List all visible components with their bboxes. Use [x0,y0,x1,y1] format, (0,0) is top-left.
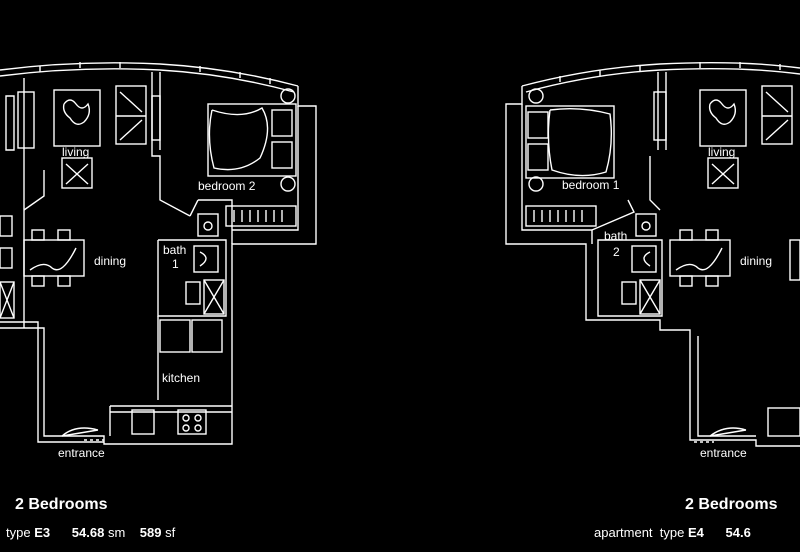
right-floor-plan [505,61,800,447]
left-kitchen-label: kitchen [162,371,200,385]
left-specs: type E3 54.68 sm 589 sf [6,525,175,540]
left-type-prefix: type [6,525,31,540]
right-specs: apartment type E4 54.6 [594,525,751,540]
right-living-label: living [708,145,735,159]
right-bedroom-label: bedroom 1 [562,178,620,192]
left-unit-sf: sf [165,525,176,540]
left-floor-plan [0,62,317,445]
left-type-code: E3 [34,525,51,540]
left-area-sm: 54.68 [71,525,105,540]
left-unit-sm: sm [107,525,126,540]
left-bath-number: 1 [172,257,179,271]
left-area-sf: 589 [139,525,162,540]
right-bath-label: bath [604,229,627,243]
left-dining-label: dining [94,254,126,268]
right-area-sm: 54.6 [725,525,751,540]
right-type-code: E4 [687,525,704,540]
left-bedroom-label: bedroom 2 [198,179,256,193]
right-type-prefix: apartment type [594,525,685,540]
left-bath-label: bath [163,243,186,257]
right-entrance-label: entrance [700,446,747,460]
right-dining-label: dining [740,254,772,268]
right-heading: 2 Bedrooms [685,496,778,513]
left-living-label: living [62,145,89,159]
left-entrance-label: entrance [58,446,105,460]
left-heading: 2 Bedrooms [15,496,108,513]
right-bath-number: 2 [613,245,620,259]
